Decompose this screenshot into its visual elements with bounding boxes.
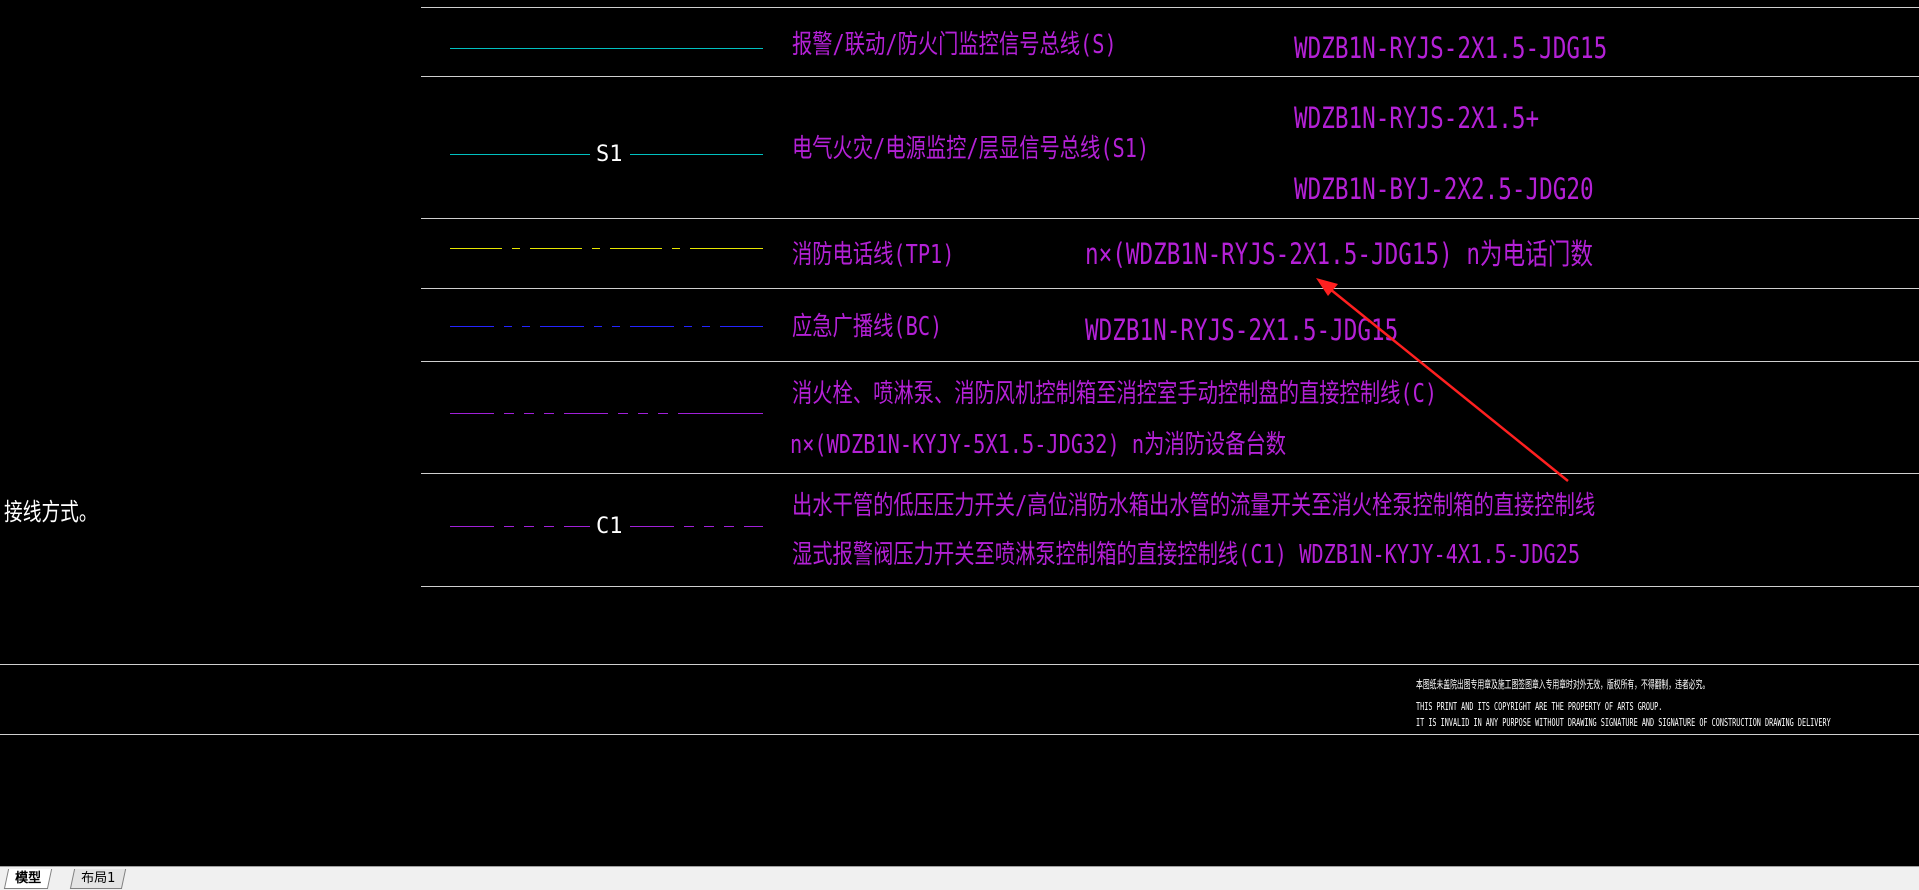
cad-model-space[interactable]: 接线方式。 报警/联动/防火门监控信号总线(S) WDZB1N-RYJS-2X1… <box>0 0 1919 866</box>
table-rule <box>421 7 1919 8</box>
copyright-cn: 本图纸未盖院出图专用章及施工图签图章入专用章时对外无效，版权所有，不得翻制，违者… <box>1416 678 1710 691</box>
legend-description: n×(WDZB1N-KYJY-5X1.5-JDG32) n为消防设备台数 <box>790 430 1287 460</box>
legend-description: 消防电话线(TP1) <box>792 240 955 270</box>
line-symbol-c1: C1 <box>450 514 763 539</box>
table-rule <box>421 473 1919 474</box>
title-block-rule <box>0 664 1919 665</box>
layout-tab-bar: 模型 布局1 <box>0 866 1919 890</box>
table-rule <box>421 288 1919 289</box>
side-note: 接线方式。 <box>4 498 98 526</box>
line-symbol-label: S1 <box>596 142 623 167</box>
legend-spec: WDZB1N-BYJ-2X2.5-JDG20 <box>1294 172 1594 206</box>
table-rule <box>421 586 1919 587</box>
legend-spec: WDZB1N-RYJS-2X1.5+ <box>1294 101 1540 135</box>
tab-model[interactable]: 模型 <box>3 869 53 889</box>
legend-description: 出水干管的低压压力开关/高位消防水箱出水管的流量开关至消火栓泵控制箱的直接控制线 <box>792 491 1596 521</box>
legend-description: 报警/联动/防火门监控信号总线(S) <box>792 30 1117 60</box>
line-symbol-signal-bus <box>450 39 763 59</box>
legend-description: 湿式报警阀压力开关至喷淋泵控制箱的直接控制线(C1) WDZB1N-KYJY-4… <box>792 540 1581 570</box>
table-rule <box>421 218 1919 219</box>
legend-spec: WDZB1N-RYJS-2X1.5-JDG15 <box>1085 313 1399 347</box>
copyright-en-2: IT IS INVALID IN ANY PURPOSE WITHOUT DRA… <box>1416 716 1831 729</box>
legend-description: 电气火灾/电源监控/层显信号总线(S1) <box>792 134 1150 164</box>
title-block-rule <box>0 734 1919 735</box>
line-symbol-fire-phone <box>450 239 763 259</box>
line-symbol-label: C1 <box>596 514 623 539</box>
tab-layout1[interactable]: 布局1 <box>69 869 127 889</box>
line-symbol-direct-control <box>450 404 763 424</box>
legend-description: 消火栓、喷淋泵、消防风机控制箱至消控室手动控制盘的直接控制线(C) <box>792 379 1438 409</box>
legend-spec: WDZB1N-RYJS-2X1.5-JDG15 <box>1294 31 1608 65</box>
legend-spec: n×(WDZB1N-RYJS-2X1.5-JDG15) n为电话门数 <box>1085 237 1594 271</box>
line-symbol-s1: S1 <box>450 142 763 167</box>
copyright-en-1: THIS PRINT AND ITS COPYRIGHT ARE THE PRO… <box>1416 700 1663 713</box>
table-rule <box>421 361 1919 362</box>
red-arrow-annotation <box>1316 278 1569 482</box>
table-rule <box>421 76 1919 77</box>
legend-description: 应急广播线(BC) <box>792 312 943 342</box>
line-symbol-broadcast <box>450 317 763 337</box>
